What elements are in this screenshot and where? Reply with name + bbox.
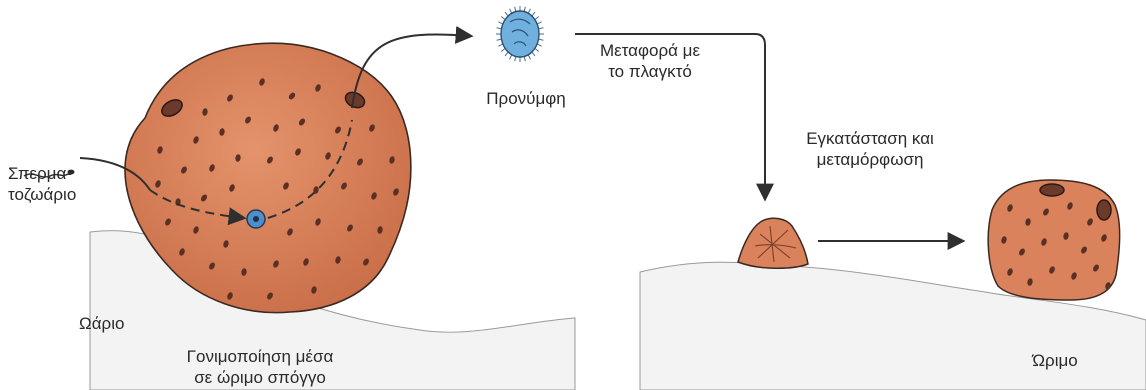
larva-cilium	[497, 39, 502, 40]
larva-cilium	[535, 17, 539, 20]
settled-juvenile-sponge	[738, 218, 808, 268]
mature-label: Ώριμο	[1015, 350, 1095, 372]
larva-cilium	[532, 12, 535, 16]
larva-cilium	[515, 56, 516, 61]
sperm-label-line2: τοζωάριο	[8, 184, 76, 206]
settlement-label-line2: μεταμόρφωση	[790, 149, 950, 171]
larva-cilium	[539, 39, 544, 40]
settlement-label-line1: Εγκατάσταση και	[790, 128, 950, 150]
larva-cilium	[497, 28, 502, 29]
transport-label-line2: το πλαγκτό	[580, 61, 720, 83]
larva-cilium	[524, 7, 525, 12]
larva-cilium	[539, 28, 544, 29]
sperm-label-line1: Σπερμα-	[8, 163, 72, 185]
larva-cilium	[535, 48, 539, 51]
fertilization-label-line2: σε ώριμο σπόγγο	[150, 367, 370, 389]
mature-sponge-small	[988, 180, 1119, 300]
larva-cilium	[505, 12, 508, 16]
egg-cell	[247, 210, 265, 228]
larva-cilium	[515, 7, 516, 12]
fertilization-label-line1: Γονιμοποίηση μέσα	[150, 346, 370, 368]
larva-cilium	[501, 48, 505, 51]
larva-cilium	[532, 52, 535, 56]
transport-label-line1: Μεταφορά με	[580, 40, 720, 62]
larva-cilium	[505, 52, 508, 56]
larva-cilium	[524, 56, 525, 61]
larva-label: Προνύμφη	[466, 88, 586, 110]
larva-icon	[496, 6, 544, 62]
egg-label: Ωάριο	[79, 313, 124, 335]
larva-cilium	[501, 17, 505, 20]
